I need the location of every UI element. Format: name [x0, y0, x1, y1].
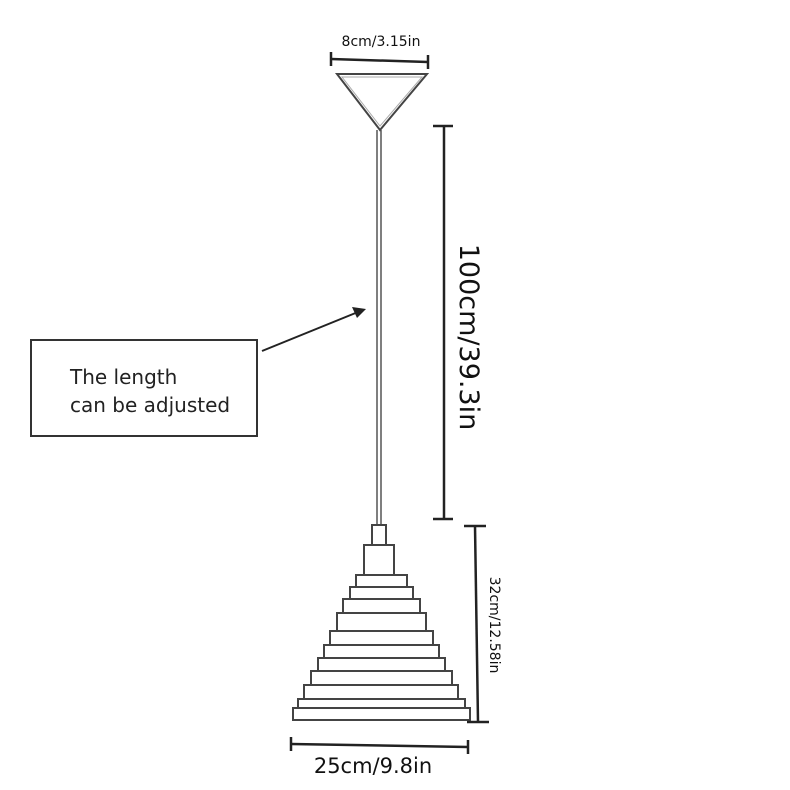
callout-box: The length can be adjusted — [30, 339, 258, 437]
canopy-width-label: 8cm/3.15in — [342, 34, 421, 50]
suspension-cord — [376, 130, 382, 525]
callout-arrow — [261, 307, 366, 352]
lamp-shade — [292, 524, 471, 721]
shade-height-dimension: 32cm/12.58in — [464, 524, 502, 724]
shade-height-label: 32cm/12.58in — [486, 577, 502, 674]
shade-width-dimension: 25cm/9.8in — [289, 737, 470, 778]
shade-width-label: 25cm/9.8in — [314, 754, 432, 778]
ceiling-canopy — [334, 73, 430, 132]
callout-line-2: can be adjusted — [70, 393, 231, 417]
cord-length-dimension: 100cm/39.3in — [433, 124, 484, 521]
callout-line-1: The length — [70, 365, 178, 389]
cord-length-label: 100cm/39.3in — [453, 244, 484, 431]
canopy-width-dimension: 8cm/3.15in — [329, 34, 430, 69]
